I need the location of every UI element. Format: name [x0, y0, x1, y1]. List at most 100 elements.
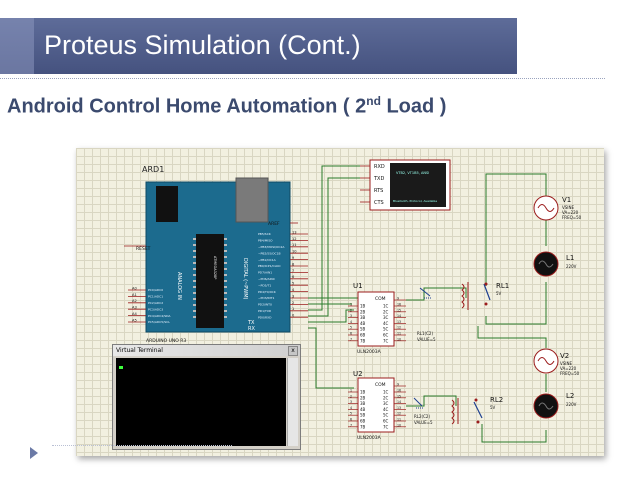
digital-pin-name: PB0/ICP1/CLKO — [258, 264, 281, 268]
digital-pin-name: PD4/T0/XCK — [258, 290, 277, 294]
bt-pin-cts: CTS — [374, 200, 384, 206]
u1-chip[interactable] — [357, 291, 395, 347]
chip-pins-right — [224, 238, 227, 318]
virtual-terminal-screen[interactable] — [116, 358, 286, 446]
bt-pin-txd: TXD — [373, 176, 384, 182]
rx-label: RX — [248, 326, 255, 332]
uln-output-number: 13 — [397, 320, 401, 324]
uln-input-label: 3B — [360, 315, 366, 320]
uln-input-number: 1 — [350, 303, 352, 307]
uln-com-number: 9 — [397, 383, 399, 387]
chip-pins-left — [193, 238, 196, 318]
l1-ref: L1 — [566, 254, 574, 262]
uln-output-label: 1C — [383, 304, 389, 309]
analog-pin-number: A0 — [132, 286, 137, 290]
wires — [308, 165, 547, 443]
uln-output-number: 14 — [397, 314, 401, 318]
uln-input-label: 2B — [360, 395, 366, 400]
l2-ref: L2 — [566, 392, 574, 400]
digital-pin-name: ~PB2/SS/OC1B — [258, 251, 281, 255]
uln-input-number: 2 — [350, 308, 352, 312]
rl1-diode-ref: RL1(C2) — [417, 331, 433, 336]
uln-input-number: 5 — [350, 412, 352, 416]
uln-output-label: 4C — [383, 321, 389, 326]
bt-pin-rxd: RXD — [374, 164, 385, 170]
slide-title-bar: Proteus Simulation (Cont.) — [0, 18, 517, 74]
uln-input-label: 1B — [360, 390, 366, 395]
bluetooth-lcd — [390, 163, 446, 207]
bottom-divider — [52, 445, 232, 446]
analog-pin-name: PC3/ADC3 — [148, 307, 163, 311]
digital-pin-number: 12 — [292, 237, 297, 241]
virtual-terminal-window[interactable]: Virtual Terminal x — [112, 344, 301, 450]
u2-com: COM — [375, 382, 386, 388]
digital-pin-name: PB5/SCK — [258, 232, 272, 236]
slide-bullet-icon — [30, 447, 38, 459]
close-icon[interactable]: x — [288, 346, 298, 356]
uln-output-label: 2C — [383, 395, 389, 400]
v1-ref: V1 — [562, 196, 571, 204]
uln-output-number: 16 — [397, 389, 401, 393]
analog-pin-name: PC2/ADC2 — [148, 301, 163, 305]
uln-input-label: 3B — [360, 401, 366, 406]
usb-connector — [235, 177, 269, 223]
rl2-diode-ref: RL2(C2) — [414, 414, 430, 419]
l2-volt: 220V — [566, 402, 577, 407]
l2-filament-icon — [538, 402, 554, 410]
relay-rl1[interactable] — [461, 282, 491, 310]
uln-output-label: 5C — [383, 327, 389, 332]
v1-freq: FREQ=50 — [562, 215, 582, 220]
uln-output-number: 16 — [397, 303, 401, 307]
uln-input-label: 6B — [360, 419, 366, 424]
uln-input-label: 6B — [360, 333, 366, 338]
rl1-diode-value: VALUE=5 — [417, 337, 436, 342]
uln-output-label: 1C — [383, 390, 389, 395]
v2-type: VSINE — [560, 361, 572, 366]
rl2-volt: 5V — [490, 405, 496, 410]
reset-label: RESET — [136, 246, 151, 252]
uln-input-label: 2B — [360, 309, 366, 314]
u2-ref: U2 — [353, 370, 363, 378]
v1-type: VSINE — [562, 205, 574, 210]
digital-pin-number: 8 — [292, 262, 295, 266]
digital-pin-number: 3 — [292, 294, 294, 298]
terminal-scrollbar[interactable] — [287, 358, 298, 446]
rl2-diode-value: VALUE=5 — [414, 420, 433, 425]
analog-pin-number: A4 — [132, 312, 137, 316]
u2-part: ULN2003A — [357, 435, 382, 441]
digital-pin-name: ~PD3/INT1 — [258, 296, 275, 300]
uln-input-number: 6 — [350, 332, 352, 336]
digital-pin-number: 7 — [292, 269, 294, 273]
uln-input-label: 4B — [360, 407, 366, 412]
slide-subtitle: Android Control Home Automation ( 2nd Lo… — [7, 94, 447, 118]
digital-pin-name: PD1/TXD — [258, 309, 272, 313]
digital-pin-number: 2 — [292, 301, 294, 305]
schematic-svg: ARD1 ATMEGA328P ANALOG IN DIGITAL (~PWM)… — [124, 159, 582, 443]
uln-output-label: 3C — [383, 315, 389, 320]
dc-jack — [156, 186, 178, 222]
analog-pin-number: A5 — [132, 318, 137, 322]
u2-chip[interactable] — [357, 377, 395, 433]
bluetooth-lcd-line2: Bluetooth, Protocol, Available — [393, 199, 437, 203]
rl2-ref: RL2 — [490, 396, 503, 404]
uln-input-number: 1 — [350, 389, 352, 393]
uln-output-number: 11 — [397, 418, 401, 422]
uln-input-label: 1B — [360, 304, 366, 309]
uln-input-label: 7B — [360, 424, 366, 429]
uln-output-number: 13 — [397, 406, 401, 410]
uln-output-label: 5C — [383, 413, 389, 418]
digital-pin-name: ~PB3/MOSI/OC2A — [258, 245, 285, 249]
relay-rl2[interactable] — [451, 398, 483, 425]
tx-label: TX — [247, 320, 255, 326]
aref-label: AREF — [268, 221, 280, 227]
rl1-diode — [419, 287, 432, 299]
uln-output-label: 2C — [383, 309, 389, 314]
u1-part: ULN2003A — [357, 349, 382, 355]
rl1-volt: 5V — [496, 291, 502, 296]
digital-pin-name: PD2/INT0 — [258, 303, 272, 307]
virtual-terminal-title[interactable]: Virtual Terminal — [113, 345, 300, 356]
uln-output-number: 12 — [397, 412, 401, 416]
uln-input-number: 7 — [350, 423, 352, 427]
bluetooth-lcd-line1: VTB2, VT1B5, ANSI — [396, 171, 429, 175]
